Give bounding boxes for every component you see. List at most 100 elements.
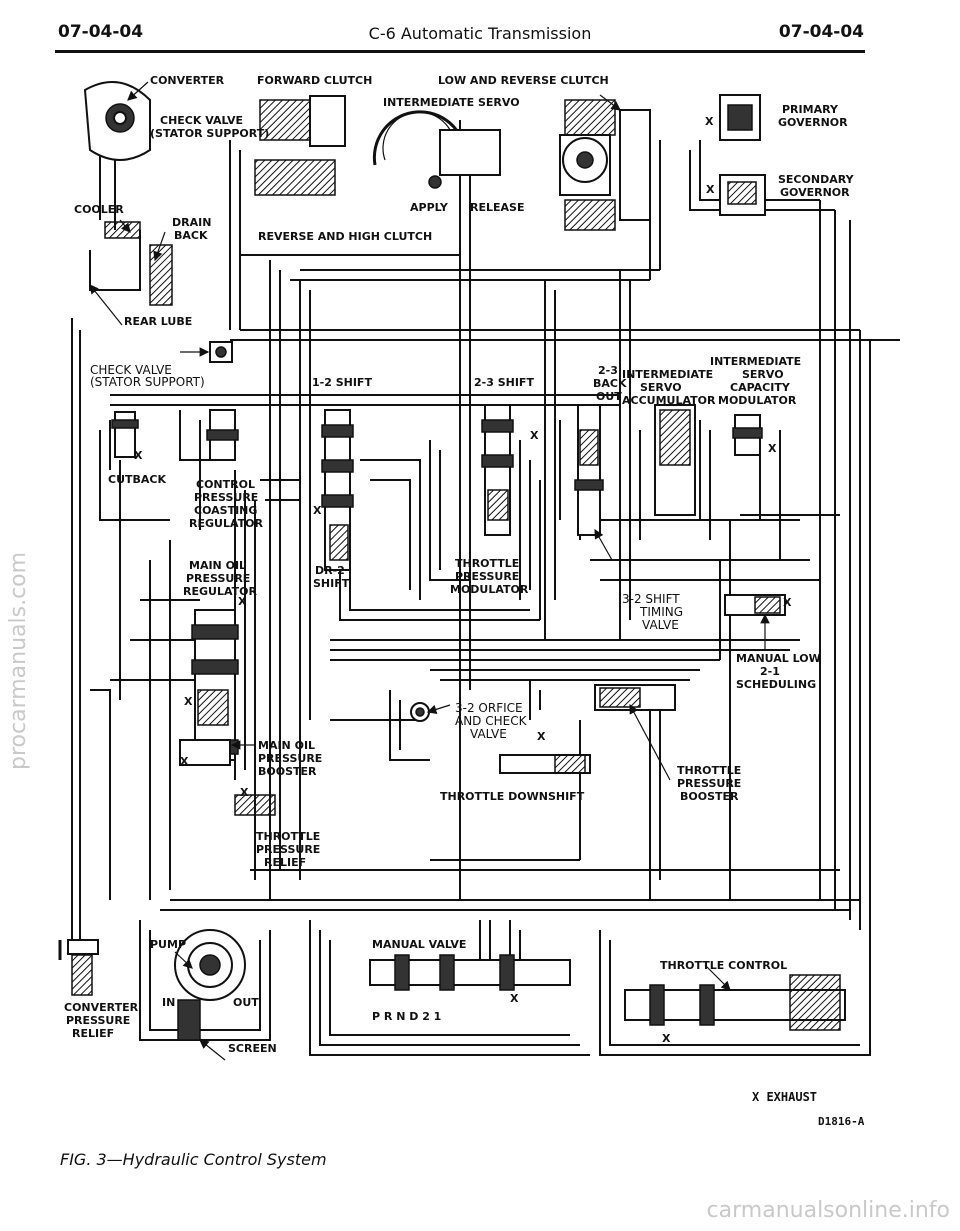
figure-caption: FIG. 3—Hydraulic Control System <box>60 1150 327 1169</box>
exhaust-x: X <box>530 429 539 442</box>
forward-clutch-symbol <box>254 95 346 196</box>
drain-back-spring <box>149 244 173 306</box>
leader-arrows <box>89 81 770 1061</box>
label-release: RELEASE <box>470 201 524 214</box>
label-orifice-2: AND CHECK <box>455 714 528 728</box>
label-conv-relief-2: PRESSURE <box>66 1014 130 1027</box>
label-main-booster-2: PRESSURE <box>258 752 322 765</box>
label-throttle-booster-3: BOOSTER <box>680 790 739 803</box>
label-int-servo-cap-3: CAPACITY <box>730 381 791 394</box>
label-dr2-1: DR-2 <box>315 564 345 577</box>
label-manual-low-2: 2-1 <box>760 665 780 678</box>
secondary-governor-symbol <box>719 174 766 216</box>
label-drain-back-1: DRAIN <box>172 216 211 229</box>
label-timing-2: TIMING <box>639 605 683 619</box>
label-check-valve-top-2: (STATOR SUPPORT) <box>150 127 269 140</box>
label-main-oil-reg-1: MAIN OIL <box>189 559 246 572</box>
label-pump: PUMP <box>150 938 186 951</box>
label-low-reverse-clutch: LOW AND REVERSE CLUTCH <box>438 74 609 87</box>
label-check-valve-mid-2: (STATOR SUPPORT) <box>90 375 205 389</box>
label-shift-23: 2-3 SHIFT <box>474 376 534 389</box>
label-manual-low-1: MANUAL LOW <box>736 652 821 665</box>
label-throttle-relief-2: PRESSURE <box>256 843 320 856</box>
label-in: IN <box>162 996 175 1009</box>
exhaust-x: X <box>706 183 715 196</box>
exhaust-markers: X X X X X X X X X X X X X X <box>134 115 792 1045</box>
page-title: C-6 Automatic Transmission <box>368 24 592 43</box>
label-orifice-3: VALVE <box>470 727 507 741</box>
label-secondary-governor-2: GOVERNOR <box>780 186 850 199</box>
label-throttle-booster-1: THROTTLE <box>677 764 741 777</box>
label-control-pressure-2: PRESSURE <box>194 491 258 504</box>
label-int-servo-cap-2: SERVO <box>742 368 784 381</box>
label-control-pressure-3: COASTING <box>194 504 257 517</box>
intermediate-servo-band <box>372 110 501 189</box>
label-int-servo-acc-3: ACCUMULATOR <box>622 394 716 407</box>
label-int-servo-acc-1: INTERMEDIATE <box>622 368 713 381</box>
label-conv-relief-1: CONVERTER <box>64 1001 139 1014</box>
exhaust-x: X <box>180 755 189 768</box>
low-reverse-clutch-symbol <box>559 99 651 231</box>
label-manual-valve: MANUAL VALVE <box>372 938 466 951</box>
label-throttle-mod-3: MODULATOR <box>450 583 529 596</box>
exhaust-x: X <box>662 1032 671 1045</box>
exhaust-x: X <box>240 786 249 799</box>
exhaust-x: X <box>783 596 792 609</box>
label-int-servo-cap-4: MODULATOR <box>718 394 797 407</box>
exhaust-x: X <box>134 449 143 462</box>
label-drain-back-2: BACK <box>174 229 208 242</box>
label-out: OUT <box>233 996 259 1009</box>
label-cooler: COOLER <box>74 203 124 216</box>
label-dr2-2: SHIFT <box>313 577 350 590</box>
exhaust-x: X <box>184 695 193 708</box>
label-cutback: CUTBACK <box>108 473 166 486</box>
label-manual-low-3: SCHEDULING <box>736 678 816 691</box>
label-prnd21: P R N D 2 1 <box>372 1010 441 1023</box>
label-main-booster-1: MAIN OIL <box>258 739 315 752</box>
label-intermediate-servo: INTERMEDIATE SERVO <box>383 96 520 109</box>
label-check-valve-top-1: CHECK VALVE <box>160 114 243 127</box>
label-secondary-governor-1: SECONDARY <box>778 173 855 186</box>
label-timing-3: VALVE <box>642 618 679 632</box>
label-rear-lube: REAR LUBE <box>124 315 192 328</box>
label-orifice-1: 3-2 ORFICE <box>455 701 523 715</box>
page-number-right: 07-04-04 <box>778 22 864 42</box>
watermark-side: procarmanuals.com <box>6 551 31 770</box>
pump-symbol <box>174 929 246 1041</box>
label-throttle-downshift: THROTTLE DOWNSHIFT <box>440 790 585 803</box>
label-primary-governor-2: GOVERNOR <box>778 116 848 129</box>
label-shift-12: 1-2 SHIFT <box>312 376 372 389</box>
page-number-left: 07-04-04 <box>58 22 144 42</box>
exhaust-x: X <box>510 992 519 1005</box>
label-converter: CONVERTER <box>150 74 225 87</box>
label-conv-relief-3: RELIEF <box>72 1027 114 1040</box>
label-reverse-high-clutch: REVERSE AND HIGH CLUTCH <box>258 230 432 243</box>
label-apply: APPLY <box>410 201 449 214</box>
exhaust-x: X <box>768 442 777 455</box>
label-throttle-booster-2: PRESSURE <box>677 777 741 790</box>
label-forward-clutch: FORWARD CLUTCH <box>257 74 372 87</box>
label-throttle-relief-1: THROTTLE <box>256 830 320 843</box>
label-timing-1: 3-2 SHIFT <box>622 592 680 606</box>
label-main-oil-reg-3: REGULATOR <box>183 585 257 598</box>
exhaust-x: X <box>705 115 714 128</box>
label-throttle-mod-2: PRESSURE <box>455 570 519 583</box>
label-int-servo-cap-1: INTERMEDIATE <box>710 355 801 368</box>
label-throttle-relief-3: RELIEF <box>264 856 306 869</box>
exhaust-x: X <box>537 730 546 743</box>
label-screen: SCREEN <box>228 1042 277 1055</box>
label-control-pressure-1: CONTROL <box>196 478 255 491</box>
watermark-bottom: carmanualsonline.info <box>706 1198 950 1223</box>
label-throttle-mod-1: THROTTLE <box>455 557 519 570</box>
label-check-valve-mid-1: CHECK VALVE <box>90 363 172 377</box>
exhaust-x: X <box>313 504 322 517</box>
label-main-oil-reg-2: PRESSURE <box>186 572 250 585</box>
label-throttle-control: THROTTLE CONTROL <box>660 959 787 972</box>
label-backout-1: 2-3 <box>598 364 618 377</box>
label-backout-3: OUT <box>596 390 622 403</box>
label-primary-governor-1: PRIMARY <box>782 103 839 116</box>
header-rule <box>55 50 865 53</box>
label-int-servo-acc-2: SERVO <box>640 381 682 394</box>
label-control-pressure-4: REGULATOR <box>189 517 263 530</box>
